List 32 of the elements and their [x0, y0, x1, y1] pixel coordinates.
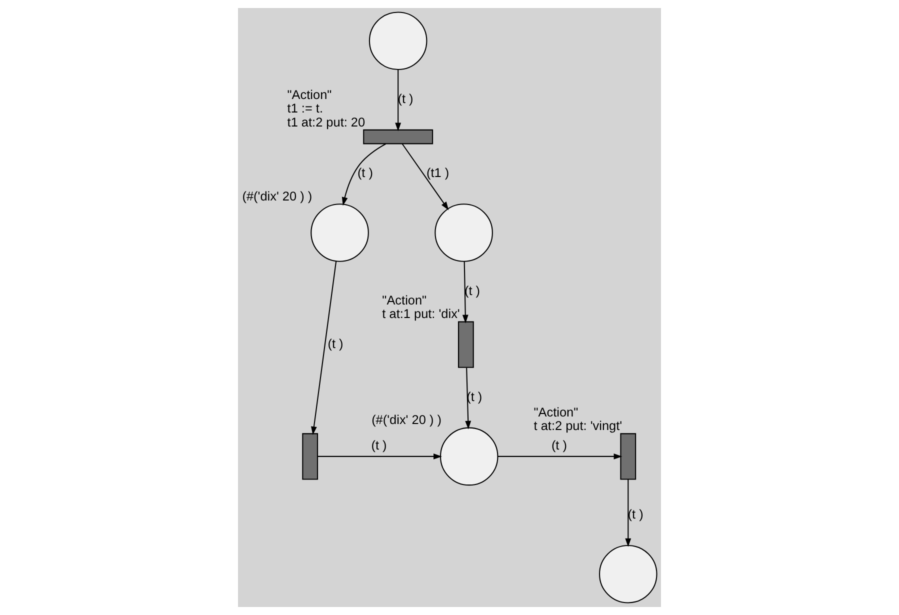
node-label: "Action"	[534, 404, 578, 420]
node-label: t at:2 put: 'vingt'	[534, 418, 622, 434]
edge-label: (t )	[328, 336, 344, 351]
edge-label: (t )	[398, 90, 414, 106]
edge-label: (t )	[628, 506, 644, 522]
arrow	[625, 479, 632, 547]
node-bar	[458, 321, 474, 368]
edge-label: (t )	[551, 438, 567, 453]
node-circle	[310, 204, 369, 262]
node-label: t1 at:2 put: 20	[287, 114, 366, 130]
node-circle	[440, 427, 498, 486]
node-bar	[302, 433, 318, 480]
arrow	[402, 143, 449, 210]
arrow	[311, 261, 337, 436]
arrow	[318, 453, 442, 460]
node-label: t1 := t.	[287, 100, 324, 116]
edge-label: (t1 )	[426, 165, 450, 180]
node-label: (#('dix' 20 ) )	[372, 412, 442, 428]
edge-label: (t )	[371, 438, 387, 453]
node-circle	[368, 12, 428, 70]
node-label: (#('dix' 20 ) )	[242, 188, 312, 204]
node-bar	[363, 129, 434, 144]
node-circle	[434, 204, 493, 262]
node-bar	[620, 433, 636, 480]
arrow	[498, 453, 622, 460]
arrow	[342, 143, 386, 206]
node-label: "Action"	[382, 292, 427, 308]
node-label: "Action"	[287, 86, 332, 102]
node-circle	[598, 544, 658, 604]
edge-label: (t )	[357, 165, 373, 180]
node-label: t at:1 put: 'dix'	[382, 306, 460, 322]
arrow	[395, 70, 402, 132]
